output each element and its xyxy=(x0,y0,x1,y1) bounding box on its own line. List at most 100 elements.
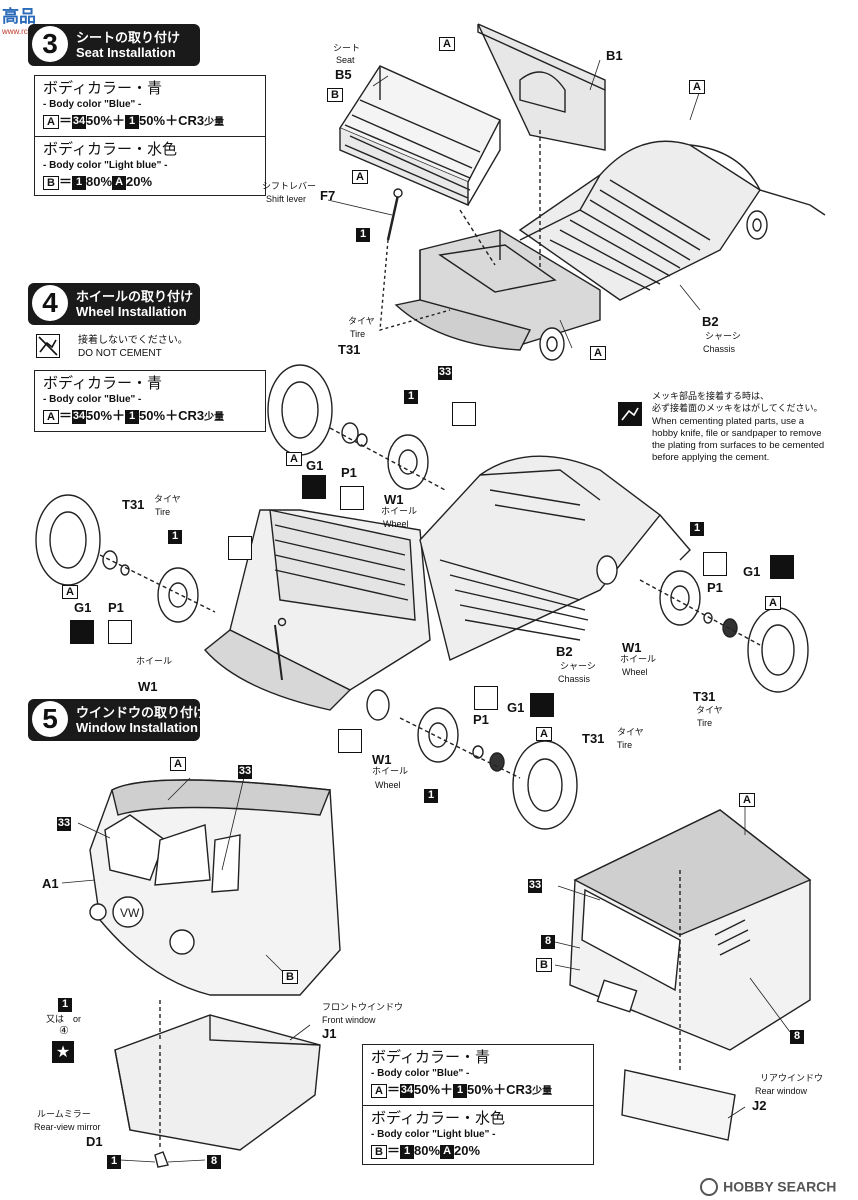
front-window-j1-drawing xyxy=(114,1000,321,1168)
color-tag-a: A xyxy=(536,727,552,741)
formula-eq: ＝ xyxy=(387,1143,401,1158)
color-tag-a: A xyxy=(352,170,368,184)
color-code-a: A xyxy=(440,1144,455,1159)
color-tag-1: 1 xyxy=(424,789,438,803)
rear-window-en-label: Rear window xyxy=(755,1086,808,1096)
tire-part-id: T31 xyxy=(693,689,716,704)
formula-eq: ＝ xyxy=(387,1082,401,1097)
tire-en-label: Tire xyxy=(155,507,171,517)
color-code-a: A xyxy=(112,175,127,190)
formula-pct-2: 50%＋ xyxy=(139,408,179,423)
color-blue-jp: ボディカラー・青 xyxy=(371,1048,490,1066)
rear-window-jp-label: リアウインドウ xyxy=(760,1074,824,1084)
hobby-search-logo-text: HOBBY SEARCH xyxy=(723,1178,837,1195)
mirror-jp-label: ルームミラー xyxy=(37,1110,91,1120)
plated-note-jp2: 必ず接着面のメッキをはがしてください。 xyxy=(652,404,823,414)
chassis-step4-drawing xyxy=(203,455,691,721)
plated-note-en: When cementing plated parts, use a hobby… xyxy=(652,416,825,463)
wheel-en-label: Wheel xyxy=(375,780,401,790)
formula-pct-1: 50%＋ xyxy=(414,1082,454,1097)
color-lightblue-section: ボディカラー・水色 - Body color "Light blue" - B＝… xyxy=(35,136,265,195)
wheel-part-id: W1 xyxy=(138,679,158,694)
color-tag-1: 1 xyxy=(690,522,704,536)
step-title-en: Wheel Installation xyxy=(76,304,187,319)
front-window-en-label: Front window xyxy=(322,1015,376,1025)
plated-parts-icon xyxy=(302,475,326,499)
wheel-part-id: W1 xyxy=(372,752,392,767)
panel-part-id: B1 xyxy=(606,48,623,63)
color-tag-1: 1 xyxy=(58,998,72,1012)
step-title-jp: シートの取り付け xyxy=(76,31,181,46)
color-tag-b: B xyxy=(282,970,298,984)
color-blue-jp: ボディカラー・青 xyxy=(43,374,162,392)
shift-lever-drawing xyxy=(379,188,451,331)
chassis-part-id: B2 xyxy=(556,644,573,659)
no-cement-icon xyxy=(228,536,252,560)
wheel-jp-label: ホイール xyxy=(620,655,657,665)
formula-pct-1: 80% xyxy=(414,1143,441,1158)
no-cement-icon xyxy=(36,334,60,358)
rear-window-part-id: J2 xyxy=(752,1098,767,1113)
color-tag-a: A xyxy=(286,452,302,466)
star-icon: ★ xyxy=(52,1041,74,1063)
color-code-b: B xyxy=(371,1144,387,1159)
front-body-drawing: VW xyxy=(89,779,341,996)
color-code-cr3: CR3 xyxy=(178,113,205,128)
color-code-a: A xyxy=(43,409,59,424)
formula-small-amount: 少量 xyxy=(532,1086,553,1097)
step-4-header: 4 ホイールの取り付け Wheel Installation xyxy=(28,283,200,325)
shift-lever-part-id: F7 xyxy=(320,188,336,203)
wheel-sets-drawing xyxy=(35,364,809,830)
color-tag-b: B xyxy=(327,88,343,102)
color-blue-en: - Body color "Blue" - xyxy=(371,1068,470,1079)
tire-en-label: Tire xyxy=(350,329,366,339)
panel-b1-drawing xyxy=(477,23,606,151)
chassis-b2-drawing xyxy=(394,140,826,361)
or-text: 又は or xyxy=(46,1014,82,1024)
seat-part-id: B5 xyxy=(335,67,352,82)
plated-parts-icon xyxy=(618,402,642,426)
color-tag-33: 33 xyxy=(528,879,542,893)
or-step-number: ④ xyxy=(59,1025,69,1037)
p1-part-id: P1 xyxy=(473,712,489,727)
p1-part-id: P1 xyxy=(108,600,124,615)
footer-watermark: HOBBY SEARCH xyxy=(700,1176,836,1196)
g1-part-id: G1 xyxy=(507,700,525,715)
color-code-1: 1 xyxy=(125,114,140,129)
svg-text:VW: VW xyxy=(120,906,140,920)
formula-pct-1: 50%＋ xyxy=(86,408,126,423)
color-lightblue-en: - Body color "Light blue" - xyxy=(43,160,168,171)
color-box-step4: ボディカラー・青 - Body color "Blue" - A＝3450%＋1… xyxy=(34,370,266,432)
formula-pct-2: 20% xyxy=(454,1143,481,1158)
hobby-search-logo-icon xyxy=(700,1177,718,1196)
wheel-jp-label: ホイール xyxy=(136,657,173,667)
plated-parts-icon xyxy=(530,693,554,717)
color-tag-8: 8 xyxy=(790,1030,804,1044)
step-title-jp: ウインドウの取り付け xyxy=(76,706,207,721)
color-code-cr3: CR3 xyxy=(506,1082,533,1097)
color-tag-8: 8 xyxy=(207,1155,221,1169)
no-cement-icon xyxy=(474,686,498,710)
color-tag-a: A xyxy=(689,80,705,94)
no-cement-icon xyxy=(108,620,132,644)
rear-body-drawing xyxy=(569,809,812,1141)
mirror-en-label: Rear-view mirror xyxy=(34,1122,101,1132)
no-cement-icon xyxy=(340,486,364,510)
plated-parts-icon xyxy=(770,555,794,579)
color-code-cr3: CR3 xyxy=(178,408,205,423)
color-tag-b: B xyxy=(536,958,552,972)
color-code-1: 1 xyxy=(72,175,87,190)
formula-small-amount: 少量 xyxy=(204,412,225,423)
color-box-step3: ボディカラー・青 - Body color "Blue" - A＝3450%＋1… xyxy=(34,75,266,196)
seat-b5-drawing xyxy=(338,65,501,207)
color-tag-1: 1 xyxy=(356,228,370,242)
color-blue-section: ボディカラー・青 - Body color "Blue" - A＝3450%＋1… xyxy=(35,76,265,136)
step-number: 4 xyxy=(32,285,68,321)
step-5-header: 5 ウインドウの取り付け Window Installation xyxy=(28,699,206,741)
color-tag-a: A xyxy=(739,793,755,807)
p1-part-id: P1 xyxy=(707,580,723,595)
